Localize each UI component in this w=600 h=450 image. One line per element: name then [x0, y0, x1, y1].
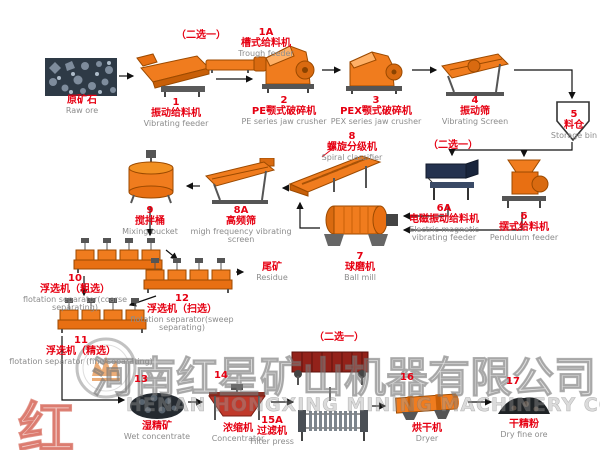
- vibrating-screen-icon: [438, 52, 512, 96]
- filter-press-icon: [296, 402, 370, 442]
- hongxing-logo: [74, 336, 138, 404]
- electromagnetic-vibrating-feeder-icon: [420, 156, 480, 202]
- flotation-sweep-icon: [142, 258, 234, 294]
- watermark-red-char: 红: [17, 396, 75, 450]
- flotation-coarse-icon: [72, 238, 164, 274]
- flotation-fine-icon: [56, 298, 148, 334]
- raw-ore-image: [45, 58, 117, 96]
- wet-concentrate-image: [128, 386, 186, 420]
- concentrator-number: 14: [214, 370, 228, 381]
- ball-mill-icon: [318, 194, 400, 252]
- choose-one-label-mid: （二选一）: [428, 140, 478, 151]
- choose-one-label-bottom: （二选一）: [314, 332, 364, 343]
- high-frequency-screen-icon: [202, 158, 280, 204]
- watermark-company-cn: 河南红星矿山机器有限公司: [91, 353, 597, 403]
- watermark-company-en: HENAN HONGXING MINING MACHINERY CO.,LTD: [126, 394, 600, 417]
- spiral-classifier-icon: [288, 148, 386, 198]
- dry-fine-ore-number: 17: [506, 376, 520, 387]
- wet-concentrate-number: 13: [134, 374, 148, 385]
- concentrator-icon: [205, 382, 269, 422]
- dryer-number: 16: [400, 372, 414, 383]
- choose-one-label-top: （二选一）: [176, 30, 226, 41]
- trough-feeder-icon: [204, 54, 268, 74]
- dry-fine-ore-image: [494, 388, 554, 418]
- storage-bin-icon: [554, 100, 592, 142]
- vibrating-feeder-icon: [135, 52, 215, 98]
- pe-jaw-crusher-icon: [256, 42, 320, 94]
- pex-jaw-crusher-icon: [342, 48, 410, 94]
- mixing-bucket-icon: [118, 148, 184, 204]
- dryer-icon: [388, 384, 466, 422]
- pendulum-feeder-icon: [490, 158, 558, 210]
- press-filter-icon: [288, 342, 372, 386]
